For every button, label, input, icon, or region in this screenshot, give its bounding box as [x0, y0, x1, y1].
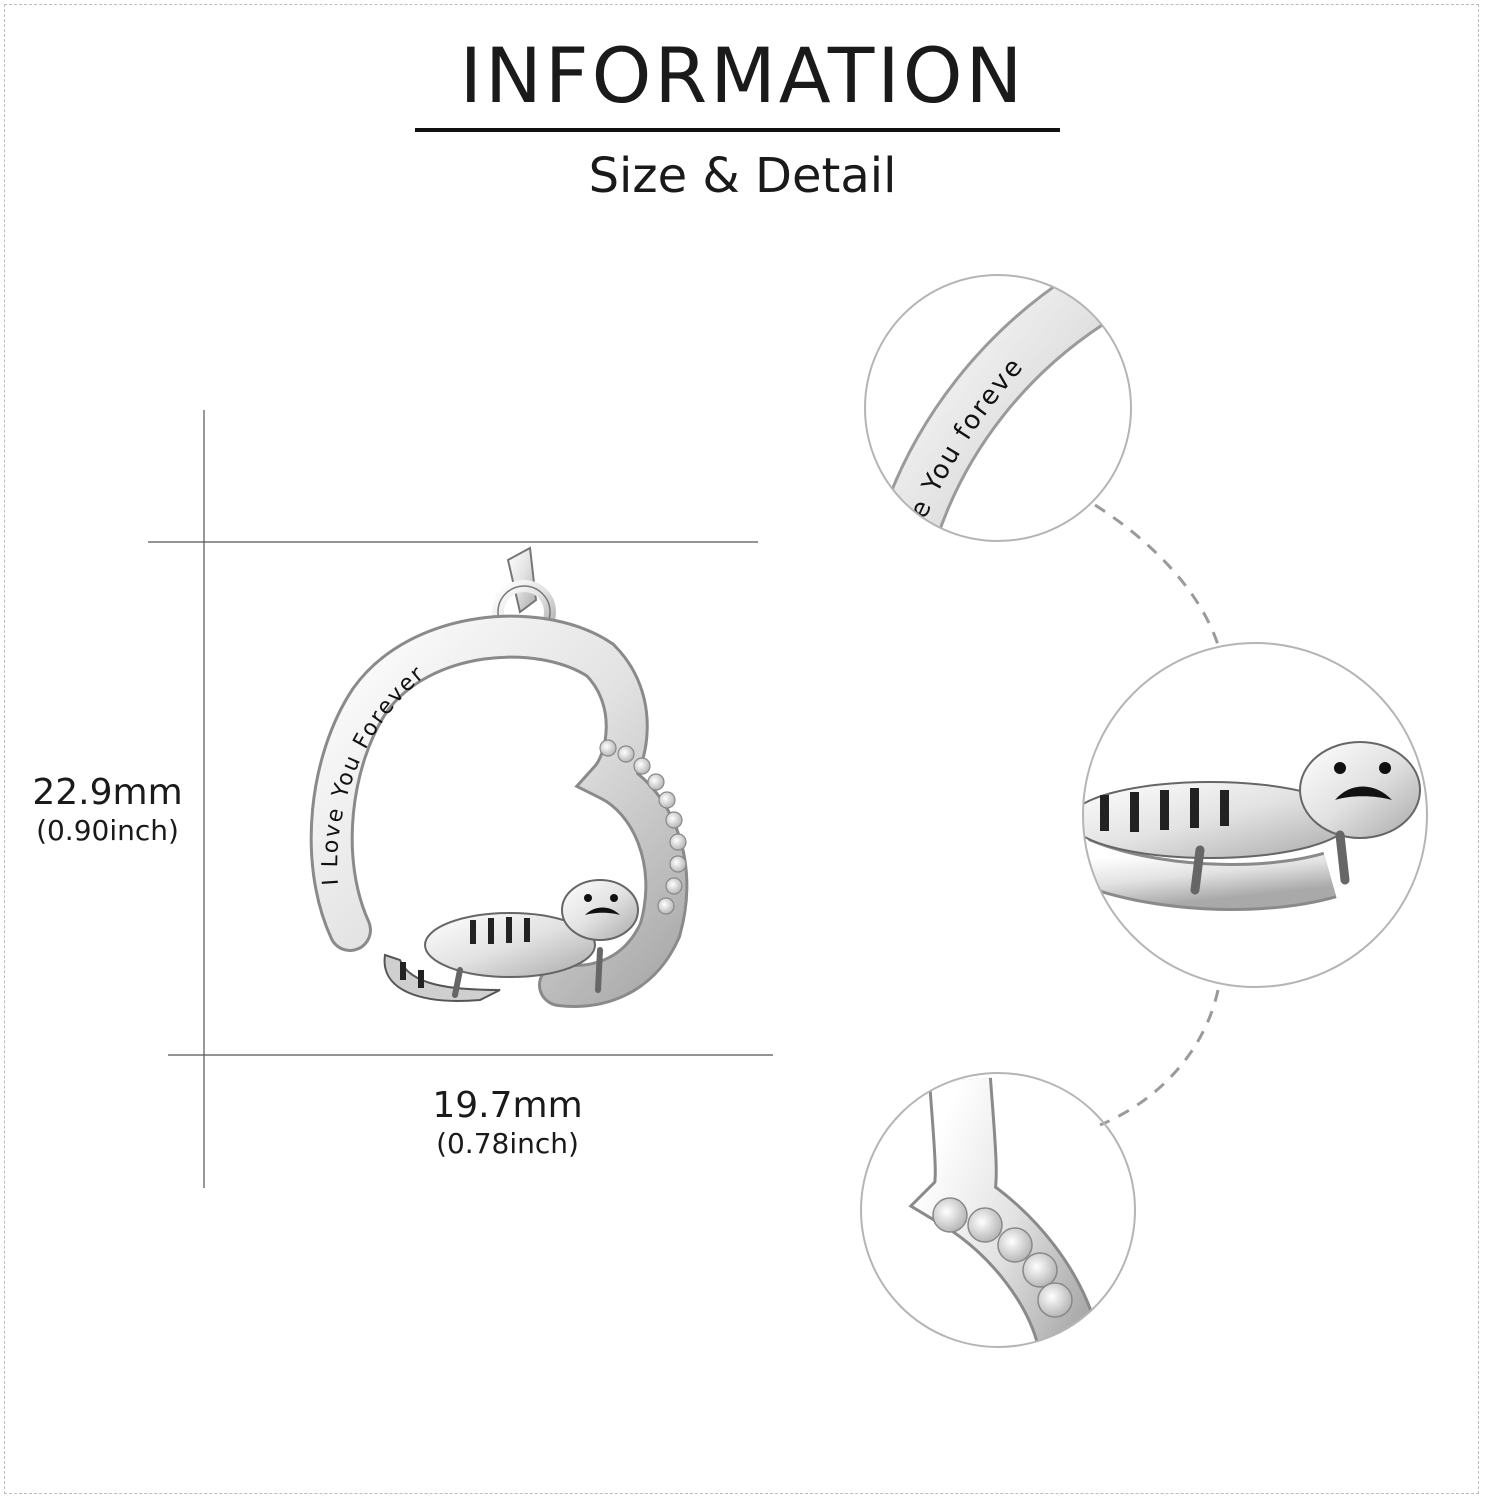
- height-inch-label: (0.90inch): [36, 814, 179, 847]
- detail-lizard-circle: [1082, 642, 1428, 988]
- page-border: [4, 4, 1479, 1494]
- width-dimension: 19.7mm (0.78inch): [410, 1088, 605, 1158]
- title-underline: [415, 128, 1060, 132]
- crystal-stones: [599, 739, 687, 915]
- heart-pendant: I Love You Forever: [309, 546, 689, 1008]
- detail-engraving-circle: e You foreve: [864, 274, 1132, 542]
- detail-connectors: [1094, 503, 1220, 1127]
- dimension-guides: [148, 410, 773, 1188]
- width-inch-label: (0.78inch): [436, 1127, 579, 1160]
- width-mm-label: 19.7mm: [432, 1085, 583, 1126]
- height-mm-label: 22.9mm: [32, 772, 183, 813]
- page-title: INFORMATION: [459, 31, 1026, 120]
- lizard-figure: [383, 879, 639, 1002]
- height-dimension: 22.9mm (0.90inch): [20, 775, 195, 845]
- page-subtitle: Size & Detail: [588, 148, 897, 204]
- detail-stones-circle: [860, 1072, 1136, 1348]
